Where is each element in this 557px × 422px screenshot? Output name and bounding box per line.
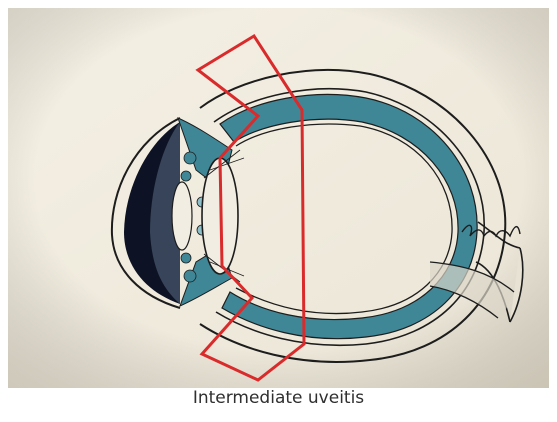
diagram-caption: Intermediate uveitis [0, 388, 557, 408]
